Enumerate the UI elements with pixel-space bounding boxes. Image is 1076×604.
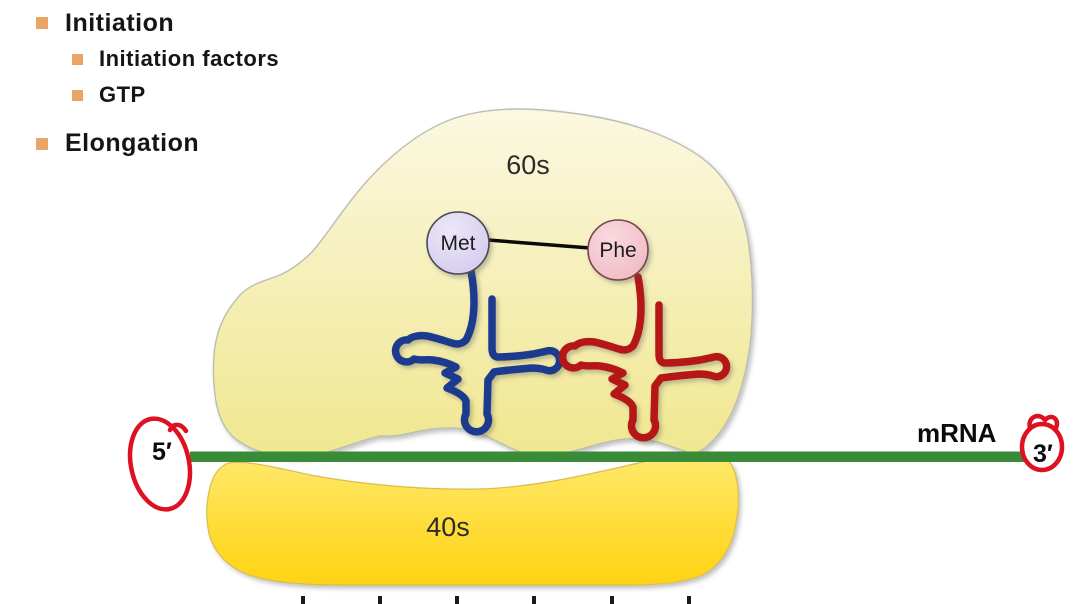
bullet-item-initiation: Initiation [65,9,175,37]
trna-met [391,267,564,436]
label-60s: 60s [506,150,550,180]
label-mrna: mRNA [917,418,997,448]
label-40s: 40s [426,512,470,542]
bullet-square [72,90,83,101]
ribosome-40s-blob [205,452,739,586]
label-met: Met [440,232,476,255]
bullet-square [36,138,48,150]
label-phe: Phe [599,239,637,262]
codon-tick [301,596,305,604]
bullet-square [72,54,83,65]
bullet-square [36,17,48,29]
mrna-line [190,451,1025,462]
codon-tick [532,596,536,604]
bullet-item-gtp: GTP [99,82,146,107]
codon-tick [455,596,459,604]
codon-tick [610,596,614,604]
bullet-item-elongation: Elongation [65,129,200,157]
ribosome-60s-blob [212,108,754,458]
five-prime-annotation-circle [127,416,193,512]
trna-phe [558,273,731,442]
bullet-item-initiation-factors: Initiation factors [99,46,280,71]
codon-ticks [301,596,691,604]
codon-tick [378,596,382,604]
met-circle [426,211,490,275]
label-three-prime: 3′ [1033,440,1053,468]
phe-circle [587,219,649,281]
codon-tick [687,596,691,604]
peptide-bond-line [487,238,591,250]
three-prime-annotation-circle [1019,413,1065,473]
label-five-prime: 5′ [152,438,172,466]
